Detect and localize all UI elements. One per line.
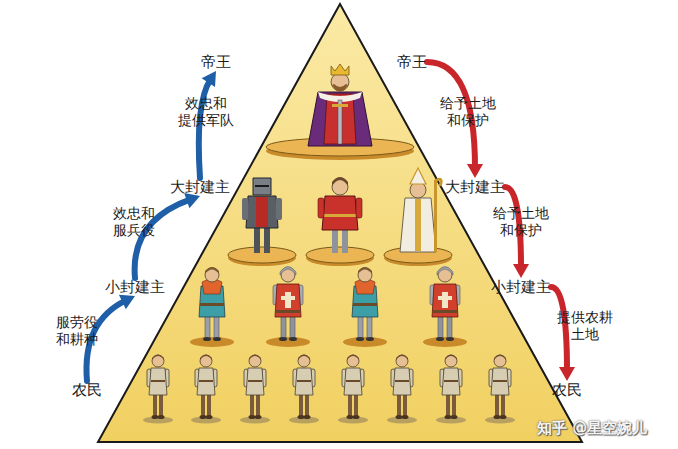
bishop-crozier-hook	[435, 179, 441, 186]
noble-leg	[332, 228, 338, 253]
rank-label: 帝王	[397, 53, 427, 71]
king-robe	[324, 94, 356, 144]
peasant	[342, 355, 364, 420]
peasant	[195, 355, 217, 420]
noble-robe	[322, 196, 358, 230]
watermark: 知乎 @星空婉儿	[537, 419, 647, 437]
rank-label: 大封建主	[170, 178, 230, 196]
platform	[190, 337, 234, 347]
arrow-label: 给予土地 和保护	[493, 205, 549, 239]
peasant	[293, 355, 315, 420]
king-head	[331, 73, 349, 91]
platform	[266, 337, 310, 347]
peasant	[147, 355, 169, 420]
arrow-head	[513, 264, 529, 278]
lesser-lord	[352, 267, 378, 341]
arrow-head	[467, 164, 483, 178]
rank-label: 小封建主	[491, 278, 551, 296]
rank-name: 农民	[552, 381, 582, 399]
bishop-crozier	[434, 180, 437, 252]
knight-visor	[255, 185, 269, 187]
rank-label: 小封建主	[105, 278, 165, 296]
platform	[423, 337, 467, 347]
rank-label: 农民	[72, 381, 102, 399]
peasant	[440, 355, 462, 420]
bishop-stole	[415, 199, 421, 251]
lesser-lord	[430, 267, 460, 342]
arrow-curve	[199, 79, 211, 178]
rank-name: 农民	[72, 381, 102, 399]
platform	[306, 247, 374, 263]
arrow-label: 给予土地 和保护	[440, 95, 496, 129]
rank-name: 大封建主	[445, 178, 505, 196]
noble-leg	[342, 228, 348, 253]
arrow-head	[202, 71, 216, 87]
noble-arm	[356, 198, 362, 218]
knight-leg	[264, 226, 270, 253]
rank-name: 大封建主	[170, 178, 230, 196]
king-crown	[331, 64, 349, 75]
knight-leg	[254, 226, 260, 253]
bishop-mitre	[410, 168, 426, 184]
arrow-curve	[551, 287, 567, 371]
noble-hair	[332, 177, 348, 186]
rank-label: 帝王	[201, 53, 231, 71]
lesser-lord	[273, 267, 303, 342]
arrow-head	[119, 295, 135, 309]
peasant	[391, 355, 413, 420]
king-beard	[332, 84, 348, 92]
rank-name: 小封建主	[491, 278, 551, 296]
king-cloak	[308, 92, 372, 146]
arrow-label: 提供农耕 土地	[557, 309, 613, 343]
lesser-lord	[199, 267, 225, 341]
rank-name: 帝王	[397, 53, 427, 71]
knight-helmet	[253, 178, 271, 195]
noble-arm	[318, 198, 324, 218]
arrow-label: 效忠和 提供军队	[178, 95, 234, 129]
king-sword-guard	[332, 104, 348, 107]
noble-belt	[324, 214, 356, 217]
arrow-label: 效忠和 服兵役	[113, 205, 155, 239]
bishop-robe	[400, 198, 436, 252]
platform	[343, 337, 387, 347]
peasant	[244, 355, 266, 420]
rank-name: 小封建主	[105, 278, 165, 296]
platform	[228, 247, 296, 263]
knight-arm	[242, 198, 248, 220]
peasant	[489, 355, 511, 420]
rank-label: 农民	[552, 381, 582, 399]
rank-label: 大封建主	[445, 178, 505, 196]
rank-name: 帝王	[201, 53, 231, 71]
arrow-label: 服劳役 和耕种	[56, 314, 98, 348]
pyramid	[98, 4, 582, 442]
knight-armor	[246, 196, 278, 228]
knight-tabard	[256, 197, 268, 227]
knight-arm	[276, 198, 282, 220]
arrow-head	[559, 367, 575, 381]
